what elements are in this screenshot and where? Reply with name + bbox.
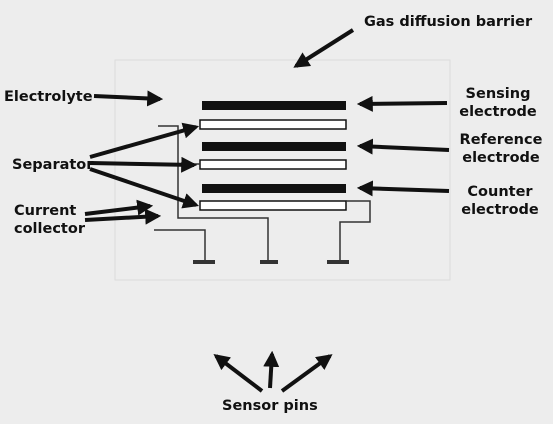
label-reference-electrode: Reference electrode <box>452 131 550 167</box>
label-separator: Separator <box>12 157 94 173</box>
label-current-collector: Current collector <box>14 202 85 238</box>
arrow-sensor-pin-1 <box>213 354 264 393</box>
arrow-current-collector-2 <box>84 208 162 225</box>
separator-1 <box>199 119 347 130</box>
arrow-sensing-electrode <box>356 95 448 112</box>
label-sensor-pins: Sensor pins <box>222 398 318 414</box>
label-reference-line2: electrode <box>462 150 540 166</box>
arrow-sensor-pin-2 <box>263 350 280 389</box>
sensor-pin-3 <box>327 260 349 264</box>
label-counter-line2: electrode <box>461 202 539 218</box>
label-electrolyte: Electrolyte <box>4 89 93 105</box>
arrow-separator-3 <box>89 167 200 209</box>
counter-electrode <box>202 184 346 193</box>
label-counter-line1: Counter <box>467 184 533 200</box>
label-sensing-electrode: Sensing electrode <box>450 85 546 121</box>
label-counter-electrode: Counter electrode <box>452 183 548 219</box>
separator-3 <box>199 200 347 211</box>
arrow-separator-2 <box>89 156 198 173</box>
label-sensing-line1: Sensing <box>465 86 531 102</box>
arrow-sensor-pin-3 <box>280 354 333 393</box>
sensor-pin-1 <box>193 260 215 264</box>
arrow-current-collector-1 <box>84 199 154 216</box>
label-reference-line1: Reference <box>459 132 543 148</box>
sensor-pin-2 <box>260 260 278 264</box>
arrow-reference-electrode <box>356 138 450 155</box>
sensing-electrode <box>202 101 346 110</box>
label-current-collector-line1: Current <box>14 203 77 219</box>
arrow-separator-1 <box>89 122 200 159</box>
reference-electrode <box>202 142 346 151</box>
label-sensing-line2: electrode <box>459 104 537 120</box>
separator-2 <box>199 159 347 170</box>
pointer-arrows <box>84 28 450 393</box>
label-current-collector-line2: collector <box>14 221 85 237</box>
arrow-gas-diffusion-barrier <box>293 28 355 68</box>
arrow-electrolyte <box>93 90 164 107</box>
arrow-counter-electrode <box>356 180 450 197</box>
sensor-housing-outline <box>114 59 451 281</box>
label-gas-diffusion-barrier: Gas diffusion barrier <box>364 14 533 30</box>
